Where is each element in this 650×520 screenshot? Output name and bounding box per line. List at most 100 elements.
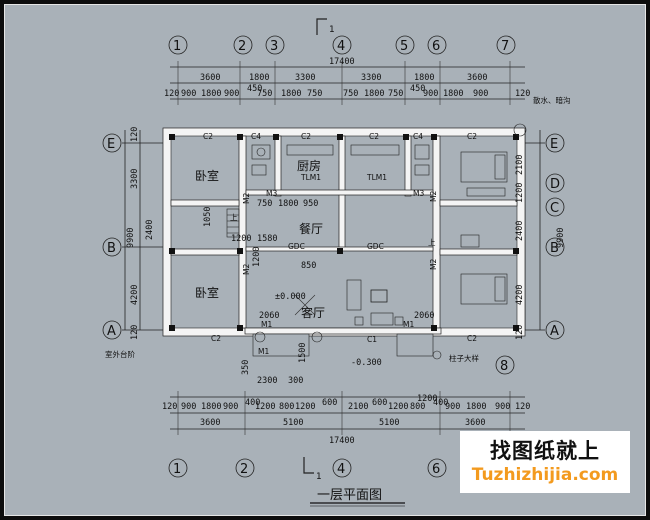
overall-dimensions: 17400 17400 9900 9900	[126, 57, 566, 446]
window-tag: C2	[467, 132, 477, 141]
right-dimensions: 2100 1200 2400 4200 120	[515, 155, 525, 340]
axis-label: B	[107, 241, 116, 256]
dim-text: 3300	[130, 169, 140, 189]
drawing-title: 一层平面图	[317, 488, 382, 503]
window-tag: C2	[301, 132, 311, 141]
dim-text: 3600	[467, 73, 487, 83]
dim-text: 120	[515, 89, 530, 99]
window-tag: GDC	[367, 242, 384, 251]
window-tag: C2	[203, 132, 213, 141]
dim-text: 1580	[257, 234, 277, 244]
axis-label: D	[550, 177, 560, 192]
total-width-top: 17400	[329, 57, 355, 67]
dim-text: 2300	[257, 376, 277, 386]
dim-text: 750	[307, 89, 322, 99]
dim-text: 4200	[515, 285, 525, 305]
dim-text: 5100	[379, 418, 399, 428]
door-tag: TLM1	[366, 173, 387, 182]
dimension-lines	[124, 61, 541, 435]
door-tag: M2	[242, 264, 251, 275]
dim-text: 850	[301, 261, 316, 271]
axis-label: 4	[337, 39, 345, 54]
door-tag: M3	[266, 189, 277, 198]
total-depth-right: 9900	[556, 228, 566, 248]
dim-text: 3300	[295, 73, 315, 83]
dim-text: 900	[445, 402, 460, 412]
drawing-frame: 1 2 3 4 5 6 7 1 2 4 6 8 E B A E D C B A …	[4, 4, 646, 516]
dim-text: 900	[223, 402, 238, 412]
furniture-fixtures	[226, 123, 527, 360]
dim-text: 400	[433, 398, 448, 408]
dim-text: 3600	[465, 418, 485, 428]
window-tag: GDC	[288, 242, 305, 251]
dim-text: 900	[423, 89, 438, 99]
outdoor-steps-note: 室外台阶	[105, 349, 135, 359]
outdoor-elevation: -0.300	[351, 358, 382, 368]
dim-text: 4200	[130, 285, 140, 305]
dim-text: 1800	[201, 89, 221, 99]
dim-text: 1800	[443, 89, 463, 99]
opening-tags: C2 C4 C2 C2 C4 C2 C2 C2 C1 TLM1 TLM1 M3 …	[203, 132, 477, 356]
dim-text: 3600	[200, 418, 220, 428]
top-dimensions-row1: 3600 1800 3300 3300 1800 3600	[200, 73, 487, 83]
axis-label: 2	[238, 39, 246, 54]
dim-text: 3600	[200, 73, 220, 83]
dim-text: 750	[343, 89, 358, 99]
room-label-bedroom: 卧室	[195, 168, 219, 183]
dim-text: 5100	[283, 418, 303, 428]
axis-label: C	[550, 201, 559, 216]
column-detail-note: 柱子大样	[449, 353, 479, 363]
left-dimensions: 120 3300 2400 4200 120	[130, 127, 155, 340]
window-tag: C2	[211, 334, 221, 343]
dim-text: 800	[410, 402, 425, 412]
dim-text: 1800	[249, 73, 269, 83]
dim-text: 120	[164, 89, 179, 99]
axis-label: A	[550, 324, 559, 339]
window-tag: C4	[251, 132, 261, 141]
window-tag: C2	[467, 334, 477, 343]
dim-text: 900	[181, 402, 196, 412]
rain-drain-note: 散水、暗沟	[533, 95, 571, 105]
building-walls	[162, 127, 526, 357]
door-tag: M1	[261, 320, 272, 329]
axis-label: 1	[173, 462, 181, 477]
dim-text: 120	[130, 127, 140, 142]
dim-text: 750	[257, 199, 272, 209]
dim-text: 1800	[466, 402, 486, 412]
dim-text: 1500	[298, 343, 308, 363]
window-tag: C4	[413, 132, 423, 141]
dim-text: 900	[224, 89, 239, 99]
watermark-logo: 找图纸就上 Tuzhizhijia.com	[460, 431, 630, 493]
dim-text: 900	[495, 402, 510, 412]
axis-label: 6	[432, 39, 440, 54]
dim-text: 2100	[348, 402, 368, 412]
axis-label: 7	[501, 39, 509, 54]
window-tag: C1	[367, 335, 377, 344]
dim-text: 750	[257, 89, 272, 99]
room-label-kitchen: 厨房	[297, 158, 321, 173]
dim-text: 900	[181, 89, 196, 99]
annotations: ±0.000 -0.300 室外台阶 散水、暗沟 柱子大样	[105, 95, 571, 368]
axis-label: B	[550, 241, 559, 256]
bottom-dimensions-row2: 3600 5100 5100 3600	[200, 418, 485, 428]
dim-text: 600	[372, 398, 387, 408]
axis-label: E	[107, 137, 115, 152]
axis-label: 1	[173, 39, 181, 54]
total-depth-left: 9900	[126, 228, 136, 248]
dim-text: 120	[162, 402, 177, 412]
stair-up-tag: 上	[428, 238, 436, 247]
logo-text-en: Tuzhizhijia.com	[471, 465, 619, 485]
dim-text: 1200	[388, 402, 408, 412]
axis-label: 8	[500, 359, 508, 374]
axis-label: A	[107, 324, 116, 339]
dim-text: 1200	[515, 183, 525, 203]
axis-label: 2	[240, 462, 248, 477]
floor-elevation: ±0.000	[275, 292, 306, 302]
total-width-bottom: 17400	[329, 436, 355, 446]
dim-text: 950	[303, 199, 318, 209]
dim-text: 120	[515, 325, 525, 340]
door-tag: TLM1	[300, 173, 321, 182]
door-tag: M3	[413, 189, 424, 198]
dim-text: 1800	[201, 402, 221, 412]
dim-text: 120	[515, 402, 530, 412]
